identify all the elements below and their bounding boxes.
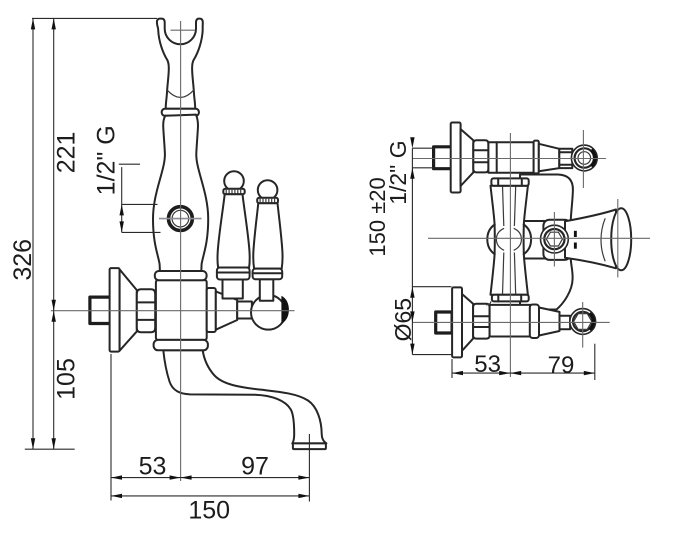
svg-text:1/2" G: 1/2" G — [385, 140, 411, 204]
svg-text:105: 105 — [53, 358, 81, 400]
svg-text:150: 150 — [188, 497, 230, 525]
svg-text:Ø65: Ø65 — [390, 298, 416, 341]
svg-text:97: 97 — [241, 453, 269, 481]
svg-text:150 ±20: 150 ±20 — [365, 177, 390, 256]
svg-text:79: 79 — [548, 352, 575, 379]
svg-text:326: 326 — [9, 239, 37, 281]
svg-text:221: 221 — [53, 132, 81, 174]
svg-text:1/2" G: 1/2" G — [93, 125, 121, 195]
svg-text:53: 53 — [139, 453, 167, 481]
svg-text:53: 53 — [474, 351, 501, 378]
